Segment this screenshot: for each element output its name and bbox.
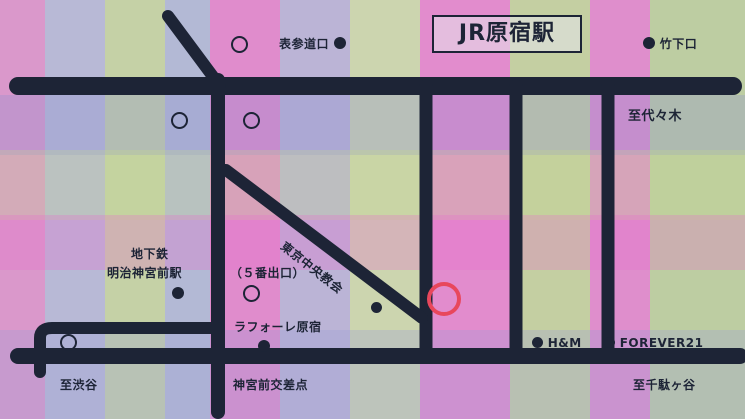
metro-station-dot-icon <box>172 287 184 299</box>
wash-band <box>0 330 745 419</box>
open-circle-marker <box>231 36 248 53</box>
shop-forever21-label: FOREVER21 <box>619 336 704 350</box>
metro-label-line2: 明治神宮前駅 <box>107 266 183 280</box>
diagonal-road-church <box>220 164 428 324</box>
wash-band <box>0 150 745 220</box>
shop-forever21-dot-icon <box>604 337 615 348</box>
church-dot-icon <box>371 302 382 313</box>
open-circle-marker <box>171 112 188 129</box>
exit-omotesando-dot-icon <box>333 37 346 49</box>
laforet-label: ラフォーレ原宿 <box>234 320 322 334</box>
destination-ring-icon[interactable] <box>427 282 461 316</box>
shop-hm-dot-icon <box>532 337 543 348</box>
cross-street-south <box>34 322 224 378</box>
direction-yoyogi: 至代々木 <box>628 109 683 124</box>
exit-omotesando: 表参道口 <box>279 37 346 50</box>
metro-exit5-label: （５番出口） <box>230 266 306 280</box>
metro-label-line1: 地下鉄 <box>131 247 169 261</box>
intersection-label: 神宮前交差点 <box>233 378 309 392</box>
wash-band <box>0 215 745 270</box>
diagonal-road-north <box>162 10 226 92</box>
open-circle-marker <box>243 285 260 302</box>
laforet-dot-icon <box>258 340 270 352</box>
jr-harajuku-station-label: JR原宿駅 <box>432 15 582 53</box>
wash-band <box>0 95 745 155</box>
shop-hm: H&M <box>532 337 582 349</box>
shop-hm-label: H&M <box>547 336 582 350</box>
direction-sendagaya: 至千駄ヶ谷 <box>633 378 696 392</box>
open-circle-marker <box>60 334 77 351</box>
open-circle-marker <box>243 112 260 129</box>
exit-takeshita: 竹下口 <box>643 37 697 50</box>
direction-shibuya: 至渋谷 <box>60 378 98 392</box>
exit-takeshita-dot-icon <box>643 37 655 49</box>
exit-takeshita-label: 竹下口 <box>659 37 698 51</box>
shop-forever21: FOREVER21 <box>604 337 703 349</box>
exit-omotesando-label: 表参道口 <box>279 37 330 51</box>
